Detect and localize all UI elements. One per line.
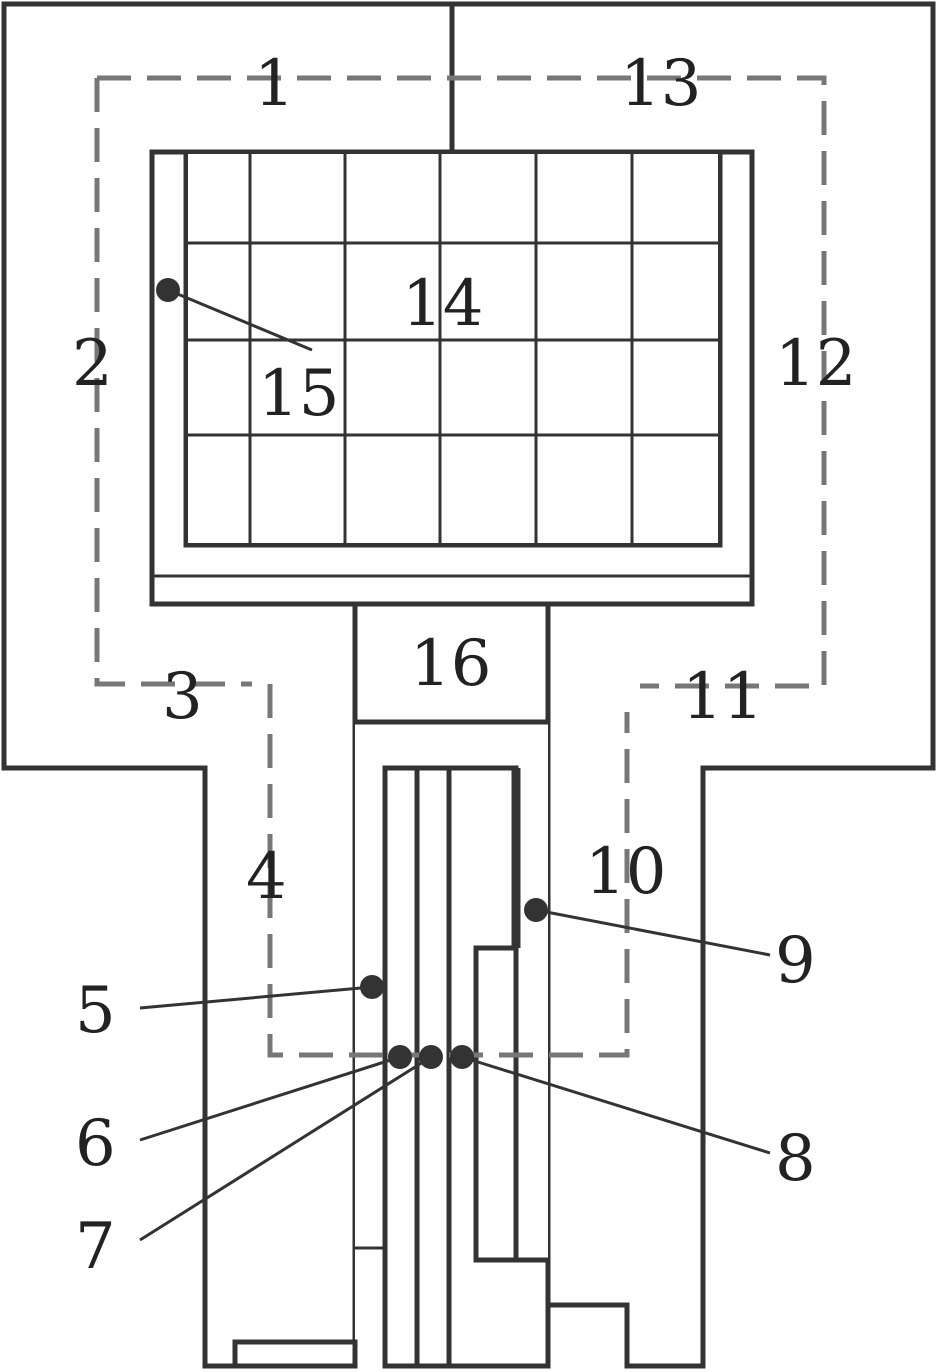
label-10: 10	[585, 835, 666, 909]
leader-6	[139, 1055, 401, 1142]
label-5: 5	[75, 974, 116, 1048]
label-16: 16	[410, 627, 491, 701]
label-15: 15	[258, 357, 339, 431]
label-7: 7	[75, 1210, 116, 1284]
label-13: 13	[620, 47, 701, 121]
label-12: 12	[775, 327, 856, 401]
leader-5	[139, 985, 373, 1010]
label-3: 3	[162, 660, 203, 734]
label-6: 6	[75, 1107, 116, 1181]
leader-7	[139, 1055, 432, 1242]
grid-block	[184, 150, 722, 547]
bottom-left-foot	[232, 1339, 358, 1369]
label-4: 4	[246, 840, 287, 914]
label-9: 9	[775, 924, 816, 998]
label-14: 14	[402, 267, 483, 341]
label-2: 2	[72, 327, 113, 401]
label-11: 11	[682, 660, 763, 734]
leader-15	[167, 288, 313, 352]
dashed-boundary-upper	[94, 75, 827, 689]
right-strip-gap	[473, 945, 519, 1263]
label-8: 8	[775, 1122, 816, 1196]
label-1: 1	[254, 47, 295, 121]
leader-9	[535, 908, 771, 957]
leader-8	[461, 1055, 771, 1155]
